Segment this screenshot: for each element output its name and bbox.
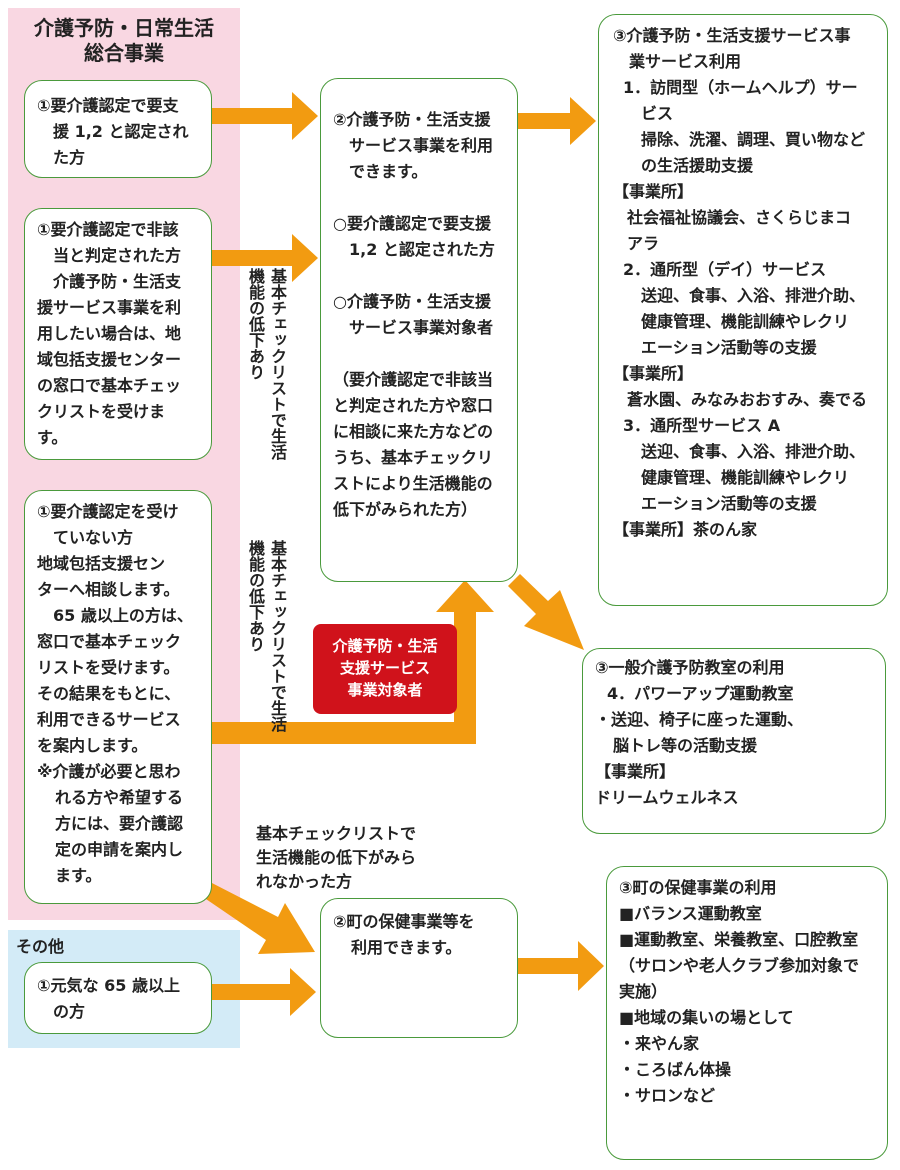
checklist-no-decline-label: 基本チェックリストで 生活機能の低下がみら れなかった方 xyxy=(256,824,417,891)
arrow-service-to-prevention xyxy=(508,574,584,650)
not-applicable-box: ①要介護認定で非該 当と判定された方 介護予防・生活支 援サービス事業を利 用し… xyxy=(24,208,212,460)
not-certified-box: ①要介護認定を受け ていない方 地域包括支援セン ターへ相談します。 65 歳以… xyxy=(24,490,212,904)
other-region-title: その他 xyxy=(16,937,65,956)
service-target-badge: 介護予防・生活 支援サービス 事業対象者 xyxy=(313,624,457,714)
arrow-not-applicable-to-service xyxy=(212,234,318,282)
arrow-healthy-to-town xyxy=(212,968,316,1016)
checklist-decline-label-2: 基本チェックリストで生活機能の低下あり xyxy=(246,540,287,732)
healthy-elderly-box: ①元気な 65 歳以上 の方 xyxy=(24,962,212,1034)
town-health-box: ②町の保健事業等を 利用できます。 xyxy=(320,898,518,1038)
arrow-not-certified-to-service xyxy=(212,580,494,744)
arrow-service-to-business xyxy=(518,97,596,145)
comprehensive-business-title: 介護予防・日常生活 総合事業 xyxy=(34,16,214,65)
service-business-box: ③介護予防・生活支援サービス事 業サービス利用 1．訪問型（ホームヘルプ）サー … xyxy=(598,14,888,606)
care-support-box: ①要介護認定で要支 援 1,2 と認定され た方 xyxy=(24,80,212,178)
arrow-not-certified-to-town xyxy=(203,882,315,954)
town-health-business-box: ③町の保健事業の利用 ■バランス運動教室 ■運動教室、栄養教室、口腔教室 （サロ… xyxy=(606,866,888,1160)
service-use-box: ②介護予防・生活支援 サービス事業を利用 できます。 ○要介護認定で要支援 1,… xyxy=(320,78,518,582)
arrow-town-to-health-business xyxy=(518,941,604,991)
checklist-decline-label-1: 基本チェックリストで生活機能の低下あり xyxy=(246,268,287,460)
general-prevention-box: ③一般介護予防教室の利用 4．パワーアップ運動教室 ・送迎、椅子に座った運動、 … xyxy=(582,648,886,834)
arrow-care-support-to-service xyxy=(212,92,318,140)
